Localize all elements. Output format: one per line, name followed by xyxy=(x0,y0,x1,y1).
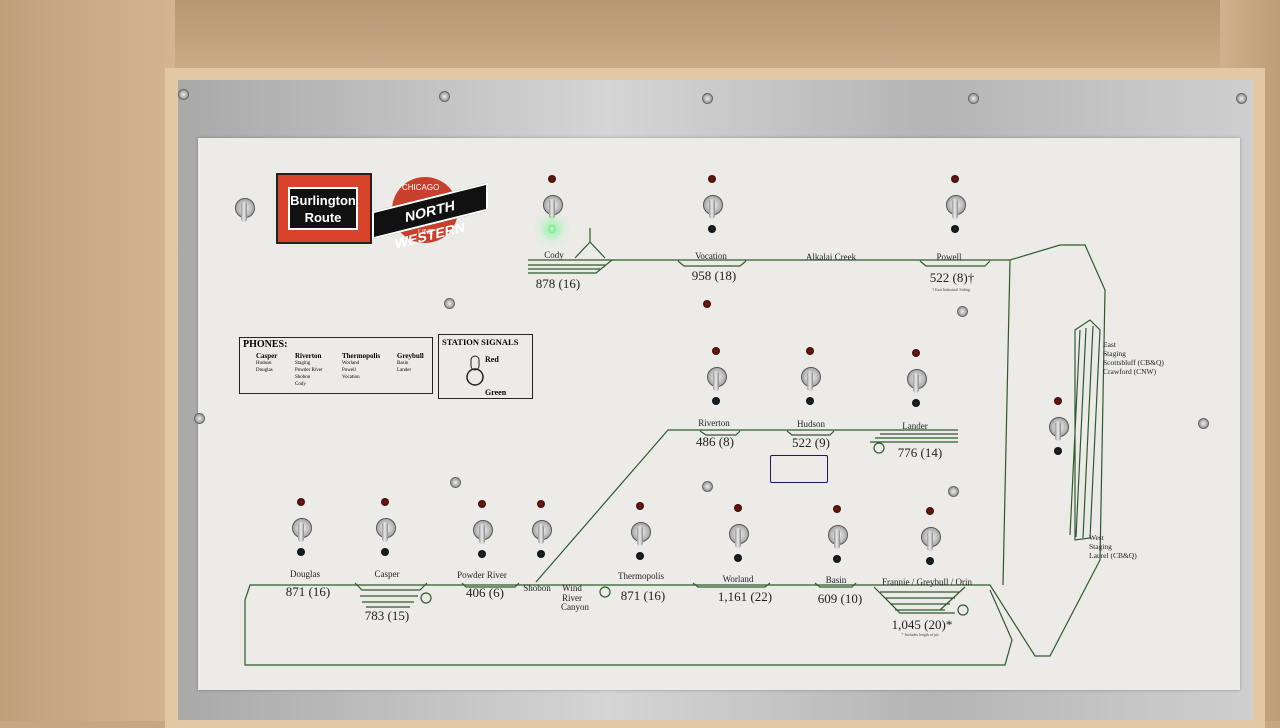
screw-icon xyxy=(957,306,968,317)
station-label: Cody xyxy=(544,250,564,260)
cody-yard-track xyxy=(528,228,613,274)
station-label: Powell xyxy=(936,252,962,262)
station-label: Lander xyxy=(902,421,928,431)
cabinet-left-wall xyxy=(0,0,175,721)
station-label: Hudson xyxy=(796,419,826,429)
screw-icon xyxy=(1198,418,1209,429)
toggle-switch-vocation[interactable] xyxy=(702,175,723,235)
toggle-switch-powder-river[interactable] xyxy=(472,500,493,560)
signal-led-alkalai xyxy=(697,300,717,360)
station-capacity: 522 (8)† xyxy=(929,270,975,285)
station-capacity: 878 (16) xyxy=(535,276,581,291)
station-capacity: 1,161 (22) xyxy=(717,589,773,604)
frannie-yard-tracks xyxy=(873,586,966,614)
station-label: Worland xyxy=(722,574,754,584)
bottom-sidings xyxy=(461,582,857,588)
toggle-switch-powell[interactable] xyxy=(945,175,966,235)
screw-icon xyxy=(444,298,455,309)
toggle-switch-lander[interactable] xyxy=(906,349,927,409)
toggle-switch-worland[interactable] xyxy=(728,504,749,564)
top-sidings xyxy=(677,260,991,267)
station-capacity: 776 (14) xyxy=(897,445,943,460)
toggle-switch-douglas[interactable] xyxy=(291,498,312,558)
toggle-switch-riverton[interactable] xyxy=(706,347,727,407)
screw-icon xyxy=(702,481,713,492)
footnote: † East Industrial Siding xyxy=(932,287,970,292)
screw-icon xyxy=(702,93,713,104)
staging-yard-tracks xyxy=(1069,319,1101,541)
toggle-switch-thermopolis[interactable] xyxy=(630,502,651,562)
screw-icon xyxy=(178,89,189,100)
turntable-icon xyxy=(599,586,611,598)
toggle-switch-casper[interactable] xyxy=(375,498,396,558)
location-label: Canyon xyxy=(561,602,589,612)
location-label: Wind xyxy=(562,583,582,593)
station-capacity: 522 (9) xyxy=(792,435,830,450)
connector-track xyxy=(1002,259,1011,586)
chicago-north-western-logo: CHICAGO NORTH WESTERN LINE xyxy=(372,175,488,252)
main-loop-track xyxy=(244,244,1106,666)
station-capacity: 486 (8) xyxy=(696,434,734,449)
station-label: Riverton xyxy=(698,418,730,428)
station-capacity: 871 (16) xyxy=(620,588,666,603)
station-signals-legend: STATION SIGNALS Red Green xyxy=(438,334,533,399)
station-capacity: 406 (6) xyxy=(466,585,504,600)
turntable-icon xyxy=(873,442,885,454)
screw-icon xyxy=(968,93,979,104)
footnote: * Includes length of pit xyxy=(901,632,939,637)
location-label: River xyxy=(562,593,582,603)
toggle-switch-hudson[interactable] xyxy=(800,347,821,407)
toggle-switch-frannie[interactable] xyxy=(920,507,941,567)
station-capacity: 1,045 (20)* xyxy=(891,617,953,632)
screw-icon xyxy=(948,486,959,497)
screw-icon xyxy=(194,413,205,424)
station-capacity: 609 (10) xyxy=(817,591,863,606)
casper-siding xyxy=(354,582,428,608)
toggle-switch-shobon[interactable] xyxy=(531,500,552,560)
station-label: Thermopolis xyxy=(618,571,664,581)
blank-indicator-box xyxy=(770,455,828,483)
station-label: Basin xyxy=(825,575,847,585)
toggle-switch-staging[interactable] xyxy=(1048,397,1069,457)
branch-track xyxy=(535,429,958,583)
station-capacity: 871 (16) xyxy=(285,584,331,599)
screw-icon xyxy=(439,91,450,102)
master-toggle-switch[interactable] xyxy=(234,178,255,238)
cabinet-top xyxy=(0,0,1280,80)
station-label: Vocation xyxy=(695,251,727,261)
station-label: Shobon xyxy=(523,583,551,593)
station-label: Frannie / Greybull / Orin xyxy=(882,577,972,587)
toggle-switch-icon xyxy=(466,355,484,386)
turntable-icon xyxy=(420,592,432,604)
turntable-icon xyxy=(957,604,969,616)
station-label: Powder River xyxy=(457,570,507,580)
location-label: Alkalai Creek xyxy=(805,252,857,262)
station-capacity: 783 (15) xyxy=(364,608,410,623)
screw-icon xyxy=(450,477,461,488)
toggle-switch-cody[interactable] xyxy=(542,175,563,235)
burlington-route-logo: Burlington Route xyxy=(276,173,372,244)
screw-icon xyxy=(1236,93,1247,104)
station-capacity: 958 (18) xyxy=(691,268,737,283)
signal-led-green-lit xyxy=(548,225,556,233)
toggle-switch-basin[interactable] xyxy=(827,505,848,565)
station-label: Douglas xyxy=(290,569,320,579)
station-label: Casper xyxy=(374,569,400,579)
